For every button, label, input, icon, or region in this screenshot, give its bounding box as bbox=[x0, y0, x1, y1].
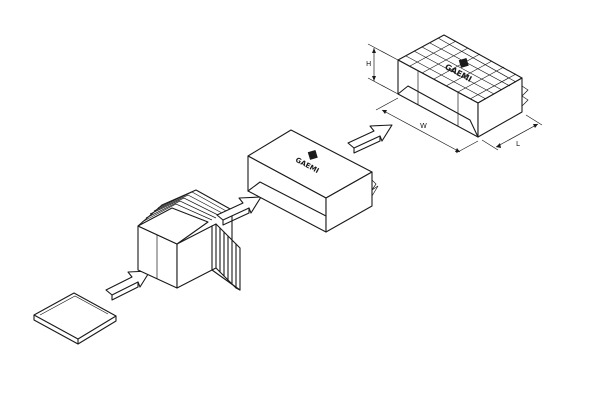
sheet-top-edges bbox=[137, 189, 233, 241]
packed-bundle: GAEMI H W L bbox=[366, 34, 543, 154]
flat-sheet bbox=[33, 292, 117, 345]
stacked-sheets bbox=[137, 189, 241, 291]
sleeve-box: GAEMI bbox=[247, 129, 379, 233]
bundle-grid bbox=[405, 37, 517, 100]
arrow-1 bbox=[105, 270, 151, 301]
width-label: W bbox=[420, 122, 427, 130]
sheet-edges bbox=[211, 223, 241, 291]
height-label: H bbox=[366, 60, 371, 68]
length-label: L bbox=[516, 140, 520, 148]
length-dimension: L bbox=[481, 114, 543, 151]
height-dimension: H bbox=[366, 43, 399, 95]
width-dimension: W bbox=[375, 97, 479, 154]
arrow-2 bbox=[216, 196, 262, 226]
arrow-3 bbox=[347, 124, 393, 154]
